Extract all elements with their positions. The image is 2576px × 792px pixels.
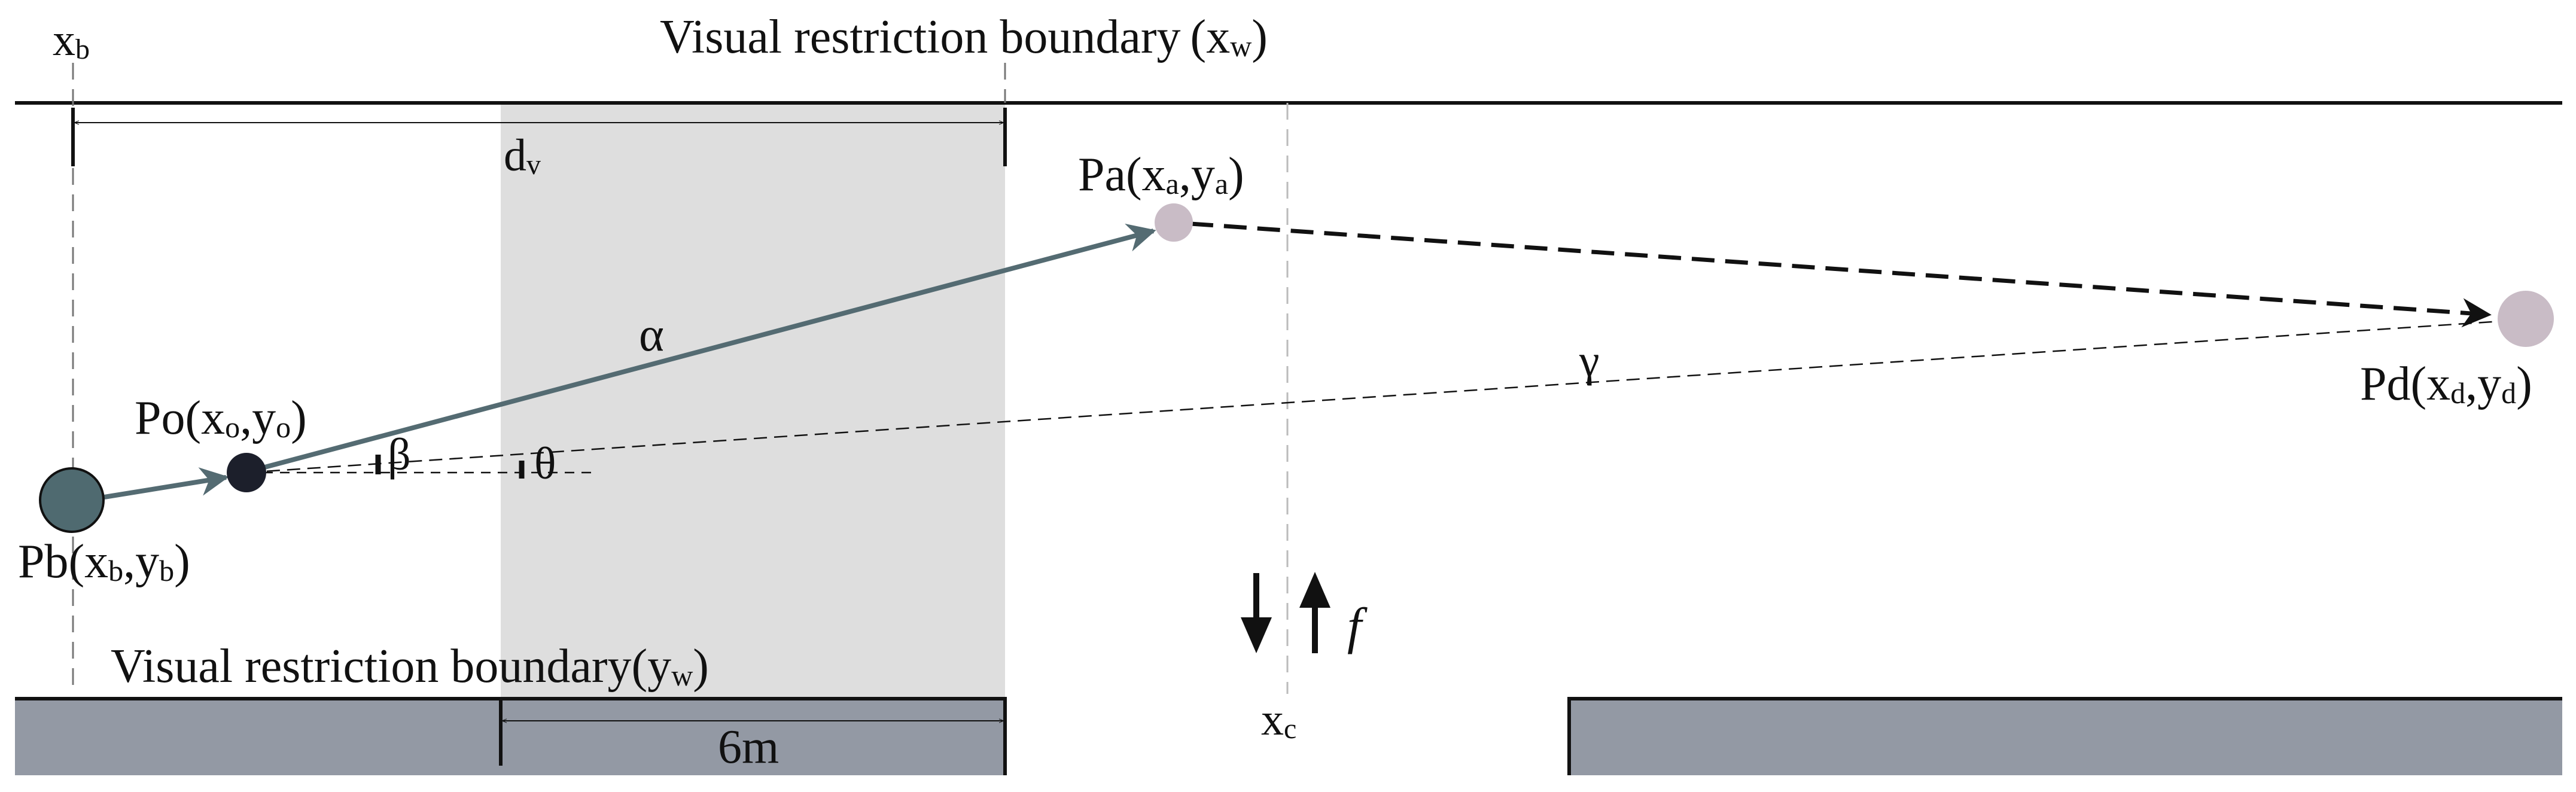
pa-label: Pa(xa,ya) <box>1078 148 1244 201</box>
pb-label: Pb(xb,yb) <box>18 535 190 588</box>
dv-label: dv <box>504 130 541 181</box>
alpha-label: α <box>639 309 664 361</box>
alpha-arrow <box>250 223 1156 473</box>
bottom-road-block-left <box>15 699 1005 775</box>
po-label: Po(xo,yo) <box>135 392 307 444</box>
f-label: f <box>1347 597 1368 654</box>
bottom-boundary-label: Visual restriction boundary(yw) <box>111 640 709 693</box>
pa-to-pd-arrow <box>1190 221 2492 328</box>
f-down-arrow-head <box>1241 617 1272 653</box>
xb-label: xb <box>53 15 90 65</box>
point-pa <box>1155 203 1193 242</box>
top-boundary-label: Visual restriction boundary(xw) <box>660 11 1268 63</box>
beta-label: β <box>388 429 411 480</box>
pd-label: Pd(xd,yd) <box>2360 358 2532 410</box>
six-m-label: 6m <box>718 721 779 773</box>
pb-to-po-arrow <box>96 467 229 501</box>
shaded-zone <box>501 103 1005 701</box>
point-po <box>227 453 266 492</box>
point-pb <box>39 467 105 533</box>
bottom-road-block-right <box>1569 699 2562 775</box>
point-pd <box>2498 291 2554 347</box>
xc-label: xc <box>1261 694 1296 745</box>
f-up-arrow-head <box>1299 572 1330 608</box>
gamma-line <box>246 317 2546 474</box>
gamma-label: γ <box>1579 336 1600 386</box>
theta-label: θ <box>534 438 556 489</box>
